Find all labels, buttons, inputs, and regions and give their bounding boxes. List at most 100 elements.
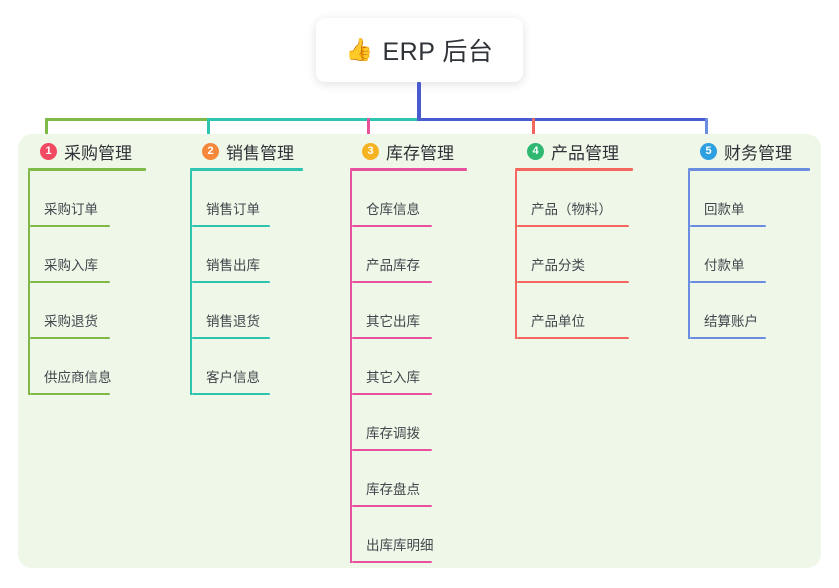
column-header[interactable]: 4 产品管理 xyxy=(505,134,678,168)
list-item-label: 销售出库 xyxy=(206,258,260,273)
column-items: 销售订单销售出库销售退货客户信息 xyxy=(190,171,340,395)
column-header-rule xyxy=(515,168,633,171)
column-header[interactable]: 3 库存管理 xyxy=(340,134,505,168)
list-item-label: 客户信息 xyxy=(206,370,260,385)
list-item-label: 产品库存 xyxy=(366,258,420,273)
column-header-rule xyxy=(688,168,810,171)
list-item-label: 仓库信息 xyxy=(366,202,420,217)
list-item[interactable]: 产品（物料） xyxy=(515,171,678,227)
column-spine xyxy=(350,171,352,563)
list-item[interactable]: 其它入库 xyxy=(350,339,505,395)
list-item[interactable]: 产品分类 xyxy=(515,227,678,283)
list-item-rule xyxy=(517,281,629,283)
list-item[interactable]: 出库库明细 xyxy=(350,507,505,563)
root-title-text: ERP 后台 xyxy=(382,38,494,66)
column-items: 产品（物料） 产品分类产品单位 xyxy=(515,171,678,339)
list-item-rule xyxy=(517,337,629,339)
list-item-label: 采购订单 xyxy=(44,202,98,217)
column-产品管理: 4 产品管理产品（物料） 产品分类产品单位 xyxy=(505,134,678,339)
column-number-badge: 1 xyxy=(40,142,57,160)
branch-bar-segment-3 xyxy=(417,118,707,121)
branch-stem-5 xyxy=(705,118,708,137)
list-item[interactable]: 库存调拨 xyxy=(350,395,505,451)
list-item-label: 供应商信息 xyxy=(44,370,112,385)
list-item-rule xyxy=(192,393,270,395)
column-header-rule xyxy=(190,168,303,171)
list-item-rule xyxy=(517,225,629,227)
list-item-label: 产品（物料） xyxy=(531,202,612,217)
list-item-rule xyxy=(690,225,766,227)
column-number-badge: 4 xyxy=(527,142,544,160)
list-item-rule xyxy=(192,225,270,227)
list-item[interactable]: 产品单位 xyxy=(515,283,678,339)
list-item-rule xyxy=(192,281,270,283)
list-item-rule xyxy=(352,561,432,563)
list-item[interactable]: 采购入库 xyxy=(28,227,180,283)
list-item-rule xyxy=(30,393,110,395)
list-item[interactable]: 销售订单 xyxy=(190,171,340,227)
branch-stem-1 xyxy=(45,118,48,137)
list-item[interactable]: 结算账户 xyxy=(688,283,821,339)
list-item-rule xyxy=(352,505,432,507)
list-item[interactable]: 产品库存 xyxy=(350,227,505,283)
list-item-label: 其它出库 xyxy=(366,314,420,329)
column-spine xyxy=(28,171,30,395)
list-item-label: 销售订单 xyxy=(206,202,260,217)
list-item-label: 采购退货 xyxy=(44,314,98,329)
branch-stem-4 xyxy=(532,118,535,137)
list-item[interactable]: 仓库信息 xyxy=(350,171,505,227)
branch-bar-segment-1 xyxy=(45,118,209,121)
list-item[interactable]: 采购退货 xyxy=(28,283,180,339)
list-item-rule xyxy=(690,337,766,339)
page-title: 👍 ERP 后台 xyxy=(346,32,494,68)
list-item[interactable]: 其它出库 xyxy=(350,283,505,339)
list-item-rule xyxy=(30,225,110,227)
list-item-rule xyxy=(352,449,432,451)
list-item[interactable]: 付款单 xyxy=(688,227,821,283)
list-item[interactable]: 回款单 xyxy=(688,171,821,227)
column-number-badge: 5 xyxy=(700,142,717,160)
list-item-label: 产品分类 xyxy=(531,258,585,273)
list-item[interactable]: 供应商信息 xyxy=(28,339,180,395)
list-item-label: 结算账户 xyxy=(704,314,758,329)
list-item-rule xyxy=(30,281,110,283)
branch-bar-segment-2 xyxy=(207,118,420,121)
list-item[interactable]: 销售退货 xyxy=(190,283,340,339)
column-number-badge: 2 xyxy=(202,142,219,160)
list-item-label: 其它入库 xyxy=(366,370,420,385)
column-spine xyxy=(515,171,517,339)
column-number-badge: 3 xyxy=(362,142,379,160)
list-item-label: 库存调拨 xyxy=(366,426,420,441)
column-title: 库存管理 xyxy=(386,143,454,163)
list-item[interactable]: 采购订单 xyxy=(28,171,180,227)
list-item[interactable]: 库存盘点 xyxy=(350,451,505,507)
column-库存管理: 3 库存管理仓库信息产品库存其它出库其它入库库存调拨库存盘点出库库明细 xyxy=(340,134,505,563)
root-stem xyxy=(417,82,421,121)
thumbs-up-emoji: 👍 xyxy=(345,37,374,62)
column-header-rule xyxy=(350,168,467,171)
column-header[interactable]: 1 采购管理 xyxy=(18,134,180,168)
column-采购管理: 1 采购管理采购订单采购入库采购退货供应商信息 xyxy=(18,134,180,395)
column-title: 采购管理 xyxy=(64,143,132,163)
list-item[interactable]: 客户信息 xyxy=(190,339,340,395)
column-title: 产品管理 xyxy=(551,143,619,163)
list-item[interactable]: 销售出库 xyxy=(190,227,340,283)
branch-stem-3 xyxy=(367,118,370,137)
list-item-label: 回款单 xyxy=(704,202,745,217)
list-item-rule xyxy=(192,337,270,339)
list-item-label: 付款单 xyxy=(704,258,745,273)
root-title-card[interactable]: 👍 ERP 后台 xyxy=(316,18,523,82)
list-item-rule xyxy=(352,281,432,283)
branch-stem-2 xyxy=(207,118,210,137)
content-panel xyxy=(18,134,821,568)
list-item-label: 出库库明细 xyxy=(366,538,434,553)
list-item-rule xyxy=(352,393,432,395)
column-items: 仓库信息产品库存其它出库其它入库库存调拨库存盘点出库库明细 xyxy=(350,171,505,563)
column-header-rule xyxy=(28,168,146,171)
column-spine xyxy=(688,171,690,339)
